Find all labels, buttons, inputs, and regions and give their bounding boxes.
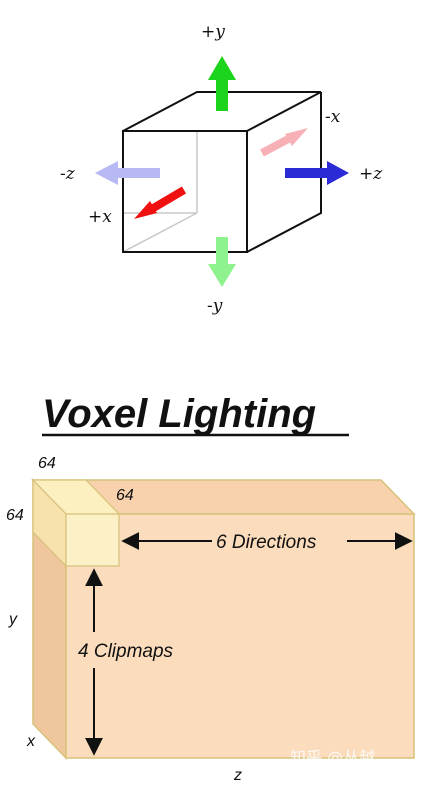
pos-x-arrow-head [134, 201, 157, 219]
cube-front-face [122, 130, 248, 253]
directions-label: 6 Directions [216, 532, 317, 553]
axis-x-label: x [26, 733, 36, 750]
volume-front-face [65, 513, 415, 759]
neg-x-label: -x [325, 107, 341, 127]
cell-size-side-label: 64 [6, 507, 24, 524]
neg-x-arrow-head [285, 128, 308, 146]
cell-size-depth-label: 64 [116, 487, 134, 504]
title-group: Voxel Lighting [42, 392, 349, 437]
cell-size-top-label: 64 [38, 455, 56, 472]
voxel-volume: 64 64 64 6 Directions 4 Clipmaps y x z 知… [6, 455, 416, 784]
neg-x-arrow-shaft [260, 133, 294, 157]
neg-z-label: -z [60, 164, 76, 184]
neg-z-arrow [95, 161, 160, 185]
pos-x-label: +x [88, 207, 112, 227]
pos-x-arrow-shaft [147, 186, 187, 214]
watermark: 知乎 @丛越 [290, 748, 375, 767]
pos-y-label: +y [201, 22, 225, 42]
neg-y-arrow [208, 237, 236, 287]
pos-y-arrow [208, 56, 236, 111]
cube-top-face [122, 91, 322, 132]
pos-z-arrow [285, 161, 349, 185]
axis-y-label: y [8, 611, 18, 628]
clipmaps-label: 4 Clipmaps [78, 641, 174, 662]
neg-y-label: -y [207, 296, 223, 316]
pos-z-label: +z [359, 164, 383, 184]
direction-cube: +y -y +x -x +z -z [60, 22, 383, 316]
cube-hidden-edge [122, 212, 198, 253]
page-title: Voxel Lighting [42, 392, 316, 436]
axis-z-label: z [233, 767, 242, 784]
cube-right-face [246, 92, 322, 253]
cell-front-face [65, 513, 120, 567]
